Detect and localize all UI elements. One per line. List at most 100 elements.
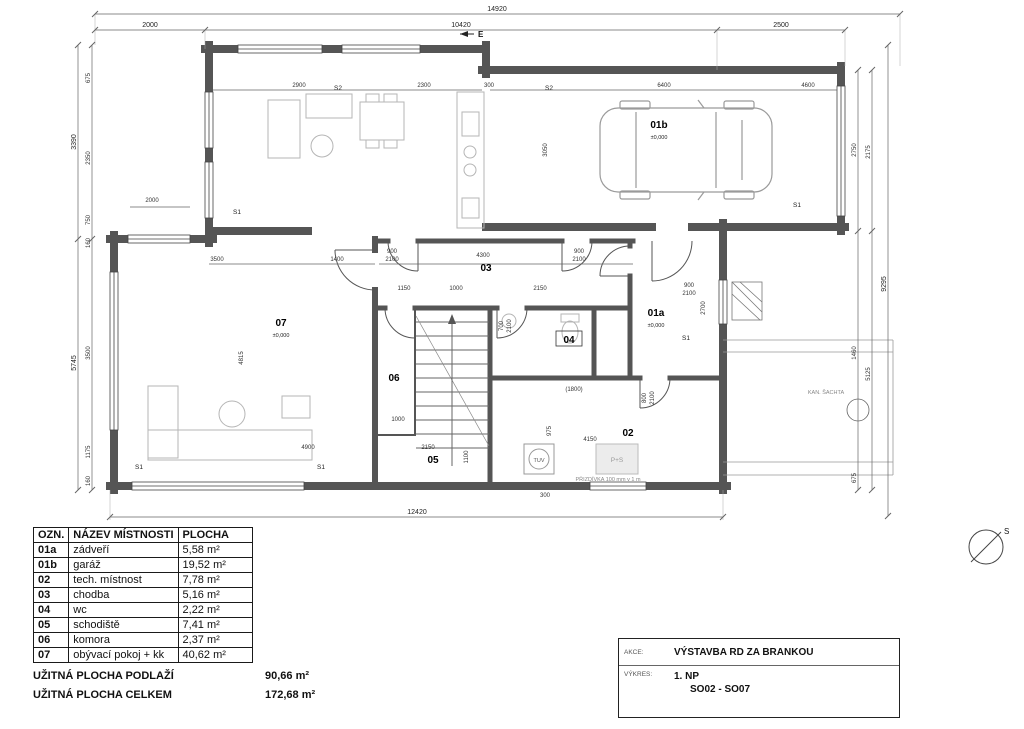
- svg-text:2150: 2150: [421, 445, 435, 451]
- svg-text:160: 160: [86, 475, 92, 486]
- area-summary: UŽITNÁ PLOCHA PODLAŽÍ 90,66 m² UŽITNÁ PL…: [33, 667, 373, 705]
- entry-label: E: [478, 30, 484, 39]
- cell-ozn: 03: [32, 587, 70, 603]
- svg-text:3500: 3500: [86, 346, 92, 360]
- cell-nazev: zádveří: [68, 542, 179, 558]
- svg-text:2100: 2100: [507, 319, 513, 333]
- vykres-value: 1. NP SO02 - SO07: [666, 671, 750, 695]
- svg-text:300: 300: [484, 83, 495, 89]
- svg-text:1460: 1460: [852, 346, 858, 360]
- svg-text:5745: 5745: [71, 355, 78, 371]
- door-arcs: [334, 240, 693, 409]
- akce-label: AKCE:: [624, 648, 644, 656]
- svg-text:2150: 2150: [533, 286, 547, 292]
- svg-text:1150: 1150: [398, 286, 412, 292]
- cell-nazev: obývací pokoj + kk: [68, 647, 179, 663]
- svg-text:2500: 2500: [773, 22, 789, 29]
- cell-ozn: 01b: [32, 557, 70, 573]
- summary-row-total: UŽITNÁ PLOCHA CELKEM 172,68 m²: [33, 686, 373, 705]
- svg-text:4900: 4900: [301, 445, 315, 451]
- svg-text:2300: 2300: [417, 83, 431, 89]
- svg-text:12420: 12420: [407, 509, 427, 516]
- svg-text:S2: S2: [545, 85, 553, 92]
- summary-value: 172,68 m²: [265, 689, 316, 701]
- room-labels: 01b ±0,000 07 ±0,000 03 04 06 05 02 01a …: [273, 120, 668, 466]
- room-label-02: 02: [622, 428, 634, 439]
- svg-text:2100: 2100: [572, 257, 586, 263]
- akce-value: VÝSTAVBA RD ZA BRANKOU: [674, 646, 814, 658]
- north-label: S: [1004, 527, 1009, 536]
- col-header-plocha: PLOCHA: [177, 527, 253, 543]
- cell-ozn: 05: [32, 617, 70, 633]
- sectional-sofa: [147, 429, 313, 461]
- svg-text:S1: S1: [682, 335, 690, 342]
- svg-text:S1: S1: [317, 464, 325, 471]
- cell-plocha: 7,41 m²: [177, 617, 253, 633]
- windows: [109, 44, 846, 491]
- title-block: AKCE: VÝSTAVBA RD ZA BRANKOU VÝKRES: 1. …: [618, 638, 900, 718]
- svg-text:1000: 1000: [391, 417, 405, 423]
- summary-row-floor: UŽITNÁ PLOCHA PODLAŽÍ 90,66 m²: [33, 667, 373, 686]
- svg-text:10420: 10420: [451, 22, 471, 29]
- cell-ozn: 01a: [32, 542, 70, 558]
- col-header-ozn: OZN.: [32, 527, 70, 543]
- svg-text:±0,000: ±0,000: [273, 333, 290, 339]
- cell-ozn: 02: [32, 572, 70, 588]
- room-label-07: 07: [275, 318, 287, 329]
- svg-text:3500: 3500: [210, 257, 224, 263]
- cell-nazev: wc: [68, 602, 179, 618]
- svg-text:4600: 4600: [801, 83, 815, 89]
- titleblock-row-vykres: VÝKRES: 1. NP SO02 - SO07: [619, 666, 899, 717]
- svg-text:4300: 4300: [476, 253, 490, 259]
- svg-text:(1800): (1800): [565, 387, 582, 393]
- prizdivka-note: PŘIZDÍVKA 100 mm v 1 m: [575, 475, 641, 483]
- svg-text:2100: 2100: [682, 291, 696, 297]
- wc-sink: [501, 313, 517, 329]
- wall-type-labels: S2 S2 S1 S1 S1 S1 S1: [135, 85, 801, 471]
- ps-label: P+S: [611, 457, 624, 464]
- svg-text:5125: 5125: [866, 367, 872, 381]
- svg-text:4815: 4815: [239, 351, 245, 365]
- tuv-boiler: [523, 443, 555, 475]
- svg-text:1000: 1000: [449, 286, 463, 292]
- entry-arrow-icon: [460, 31, 468, 37]
- svg-text:3050: 3050: [543, 143, 549, 157]
- room-label-01a: 01a: [648, 308, 665, 319]
- room-label-05: 05: [427, 455, 439, 466]
- svg-text:4150: 4150: [583, 437, 597, 443]
- svg-text:2350: 2350: [86, 151, 92, 165]
- svg-text:975: 975: [547, 425, 553, 436]
- svg-text:2900: 2900: [292, 83, 306, 89]
- svg-text:900: 900: [387, 249, 398, 255]
- furniture: [147, 91, 580, 461]
- svg-text:3390: 3390: [71, 134, 78, 150]
- cell-plocha: 5,16 m²: [177, 587, 253, 603]
- svg-text:675: 675: [86, 72, 92, 83]
- room-label-06: 06: [388, 373, 400, 384]
- cell-ozn: 07: [32, 647, 70, 663]
- table-header-row: OZN. NÁZEV MÍSTNOSTI PLOCHA: [32, 527, 253, 543]
- stair-direction-arrow: [448, 314, 456, 324]
- kitchen-counter: [456, 91, 485, 229]
- svg-text:2000: 2000: [145, 198, 159, 204]
- svg-text:S2: S2: [334, 85, 342, 92]
- svg-text:700: 700: [499, 320, 505, 331]
- entry-marker: E: [460, 30, 484, 39]
- summary-label: UŽITNÁ PLOCHA CELKEM: [33, 689, 172, 701]
- svg-text:14920: 14920: [487, 6, 507, 13]
- svg-text:750: 750: [86, 214, 92, 225]
- sofa: [267, 99, 301, 159]
- svg-text:2750: 2750: [852, 143, 858, 157]
- dimension-lines: [74, 10, 904, 521]
- svg-text:160: 160: [86, 237, 92, 248]
- cell-plocha: 40,62 m²: [177, 647, 253, 663]
- svg-text:900: 900: [684, 283, 695, 289]
- car-top-view: [599, 99, 773, 201]
- svg-text:S1: S1: [233, 209, 241, 216]
- north-indicator: S: [968, 527, 1009, 565]
